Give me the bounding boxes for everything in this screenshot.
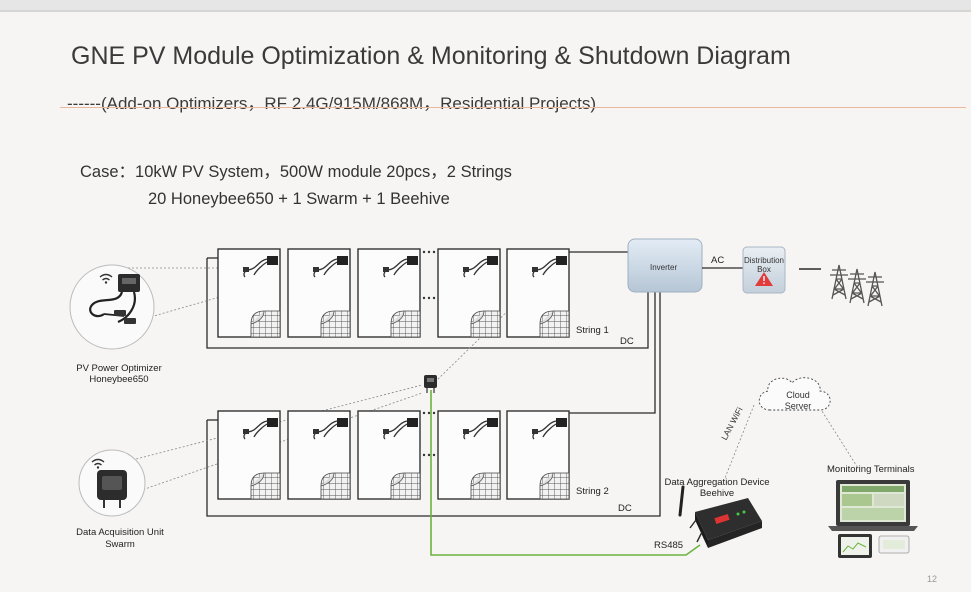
distribution-label-line-2: Box — [757, 265, 771, 274]
tablet-icon — [838, 534, 872, 558]
wifi-icon — [99, 273, 113, 281]
page-subtitle: ------(Add-on Optimizers，RF 2.4G/915M/86… — [67, 94, 597, 113]
rs485-label: RS485 — [654, 540, 684, 551]
distribution-label-line-1: Distribution — [743, 256, 784, 265]
transmission-tower-icon — [829, 264, 885, 307]
dau-label: Data Acquisition Unit — [76, 527, 164, 538]
cloud-icon — [758, 377, 831, 411]
cloud-link — [702, 292, 760, 395]
ac-label: AC — [711, 255, 725, 266]
dc-2-label: DC — [618, 503, 632, 514]
string-2-wiring — [206, 292, 661, 517]
aggregation-model-label: Beehive — [699, 488, 735, 499]
aggregation-label: Data Aggregation Device — [664, 477, 770, 488]
string-2-label: String 2 — [576, 486, 609, 497]
cloud-label-line-1: Cloud — [786, 390, 810, 400]
string-1-wiring — [206, 251, 649, 349]
panel-row-1 — [217, 248, 570, 338]
dc-1-label: DC — [620, 336, 634, 347]
page-number: 12 — [926, 574, 937, 584]
inverter-label: Inverter — [650, 263, 678, 272]
optimizer-label: PV Power Optimizer — [76, 363, 162, 374]
optimizer-icon — [69, 264, 155, 350]
swarm-icon — [78, 449, 146, 517]
subtitle-divider — [60, 107, 966, 108]
top-bar — [0, 0, 971, 10]
inverter-icon — [627, 238, 703, 293]
inline-swarm-icon — [424, 375, 437, 393]
optimizer-model-label: Honeybee650 — [89, 374, 149, 385]
beehive-router-icon — [678, 485, 762, 548]
distribution-box-icon — [742, 246, 786, 294]
dau-model-label: Swarm — [105, 539, 135, 550]
case-line-2: 20 Honeybee650 + 1 Swarm + 1 Beehive — [148, 190, 450, 208]
string-1-label: String 1 — [576, 325, 609, 336]
panel-row-2 — [217, 410, 570, 500]
more-panels-dots — [422, 250, 436, 457]
phone-icon — [878, 535, 910, 554]
monitoring-label: Monitoring Terminals — [827, 464, 915, 475]
top-rule — [0, 10, 971, 12]
rs485-line — [430, 390, 701, 556]
page-title: GNE PV Module Optimization & Monitoring … — [71, 42, 791, 70]
case-line-1: Case：10kW PV System，500W module 20pcs，2 … — [80, 163, 512, 181]
laptop-icon — [828, 480, 918, 531]
cloud-label-line-2: Server — [784, 401, 812, 411]
